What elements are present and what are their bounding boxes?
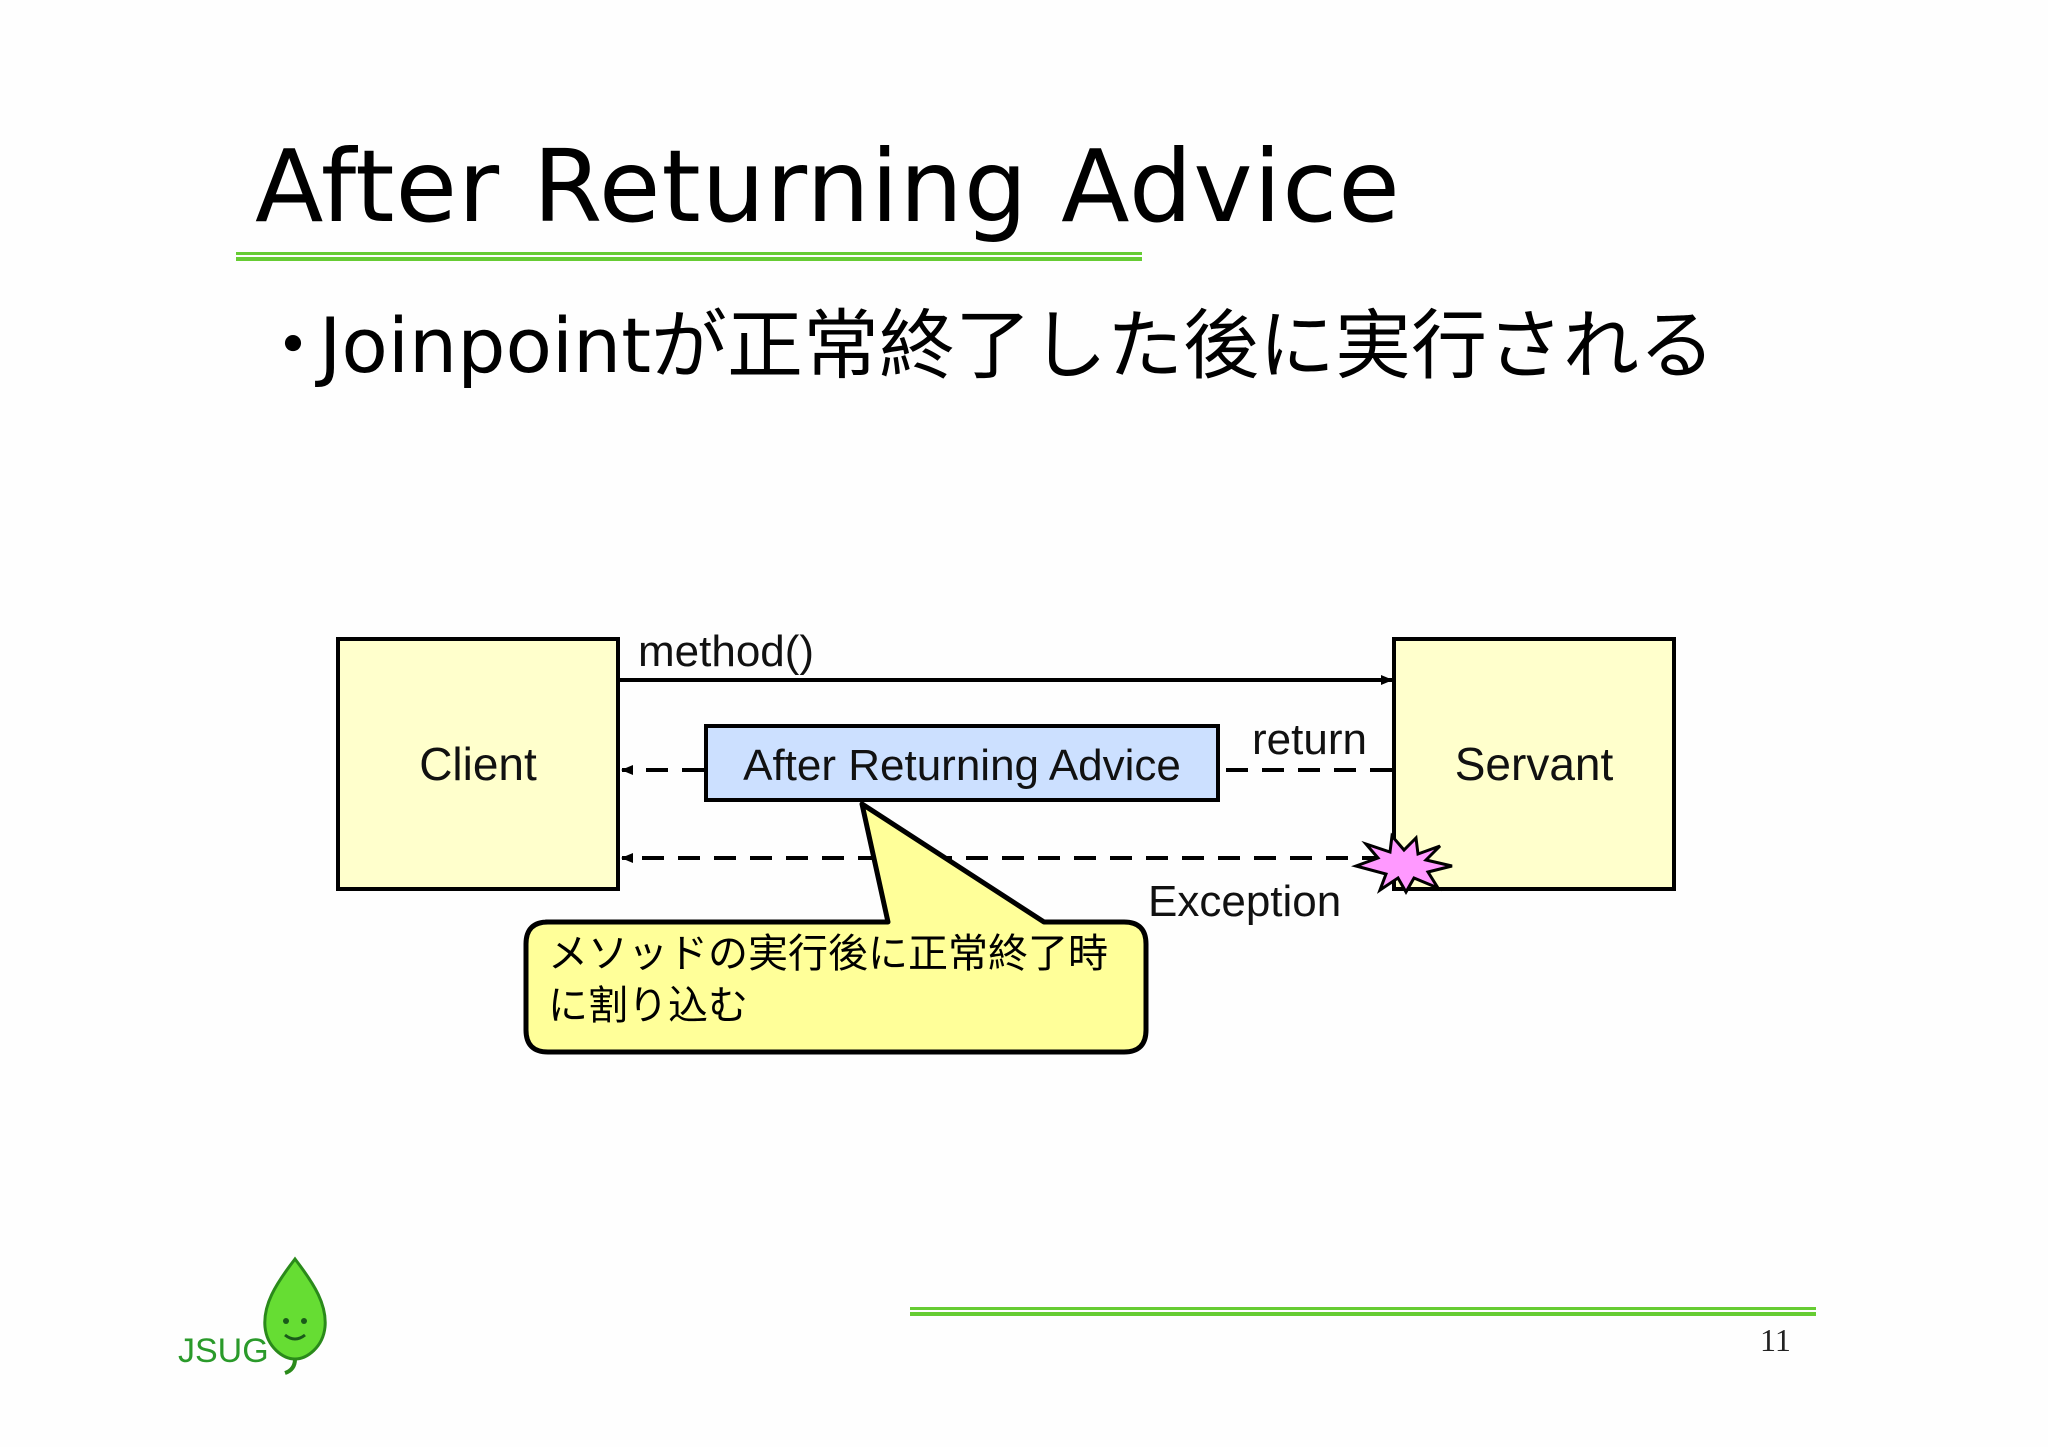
slide-title: After Returning Advice [255,128,1401,245]
method-label: method() [638,627,814,676]
callout-text: メソッドの実行後に正常終了時 に割り込む [548,928,1128,1032]
title-underline [236,252,1142,261]
footer-rule [910,1307,1816,1316]
page-number: 11 [1760,1322,1791,1358]
advice-label: After Returning Advice [743,741,1181,790]
advice-box [704,724,1220,802]
bullet-item: ・Joinpointが正常終了した後に実行される [255,284,1715,394]
callout-line-1: メソッドの実行後に正常終了時 [548,931,1108,977]
bullet-mark: ・ [255,301,331,390]
exception-burst-icon [1351,832,1453,896]
servant-label: Servant [1455,738,1614,790]
callout-line-2: に割り込む [548,983,748,1029]
jsug-logo-text: JSUG [178,1332,269,1370]
exception-label: Exception [1148,877,1341,926]
return-label: return [1252,715,1367,764]
bullet-text: Joinpointが正常終了した後に実行される [319,301,1716,390]
client-label: Client [419,738,537,790]
callout-bubble [523,801,1149,1055]
client-box [336,637,620,891]
leaf-logo-icon [263,1256,327,1375]
